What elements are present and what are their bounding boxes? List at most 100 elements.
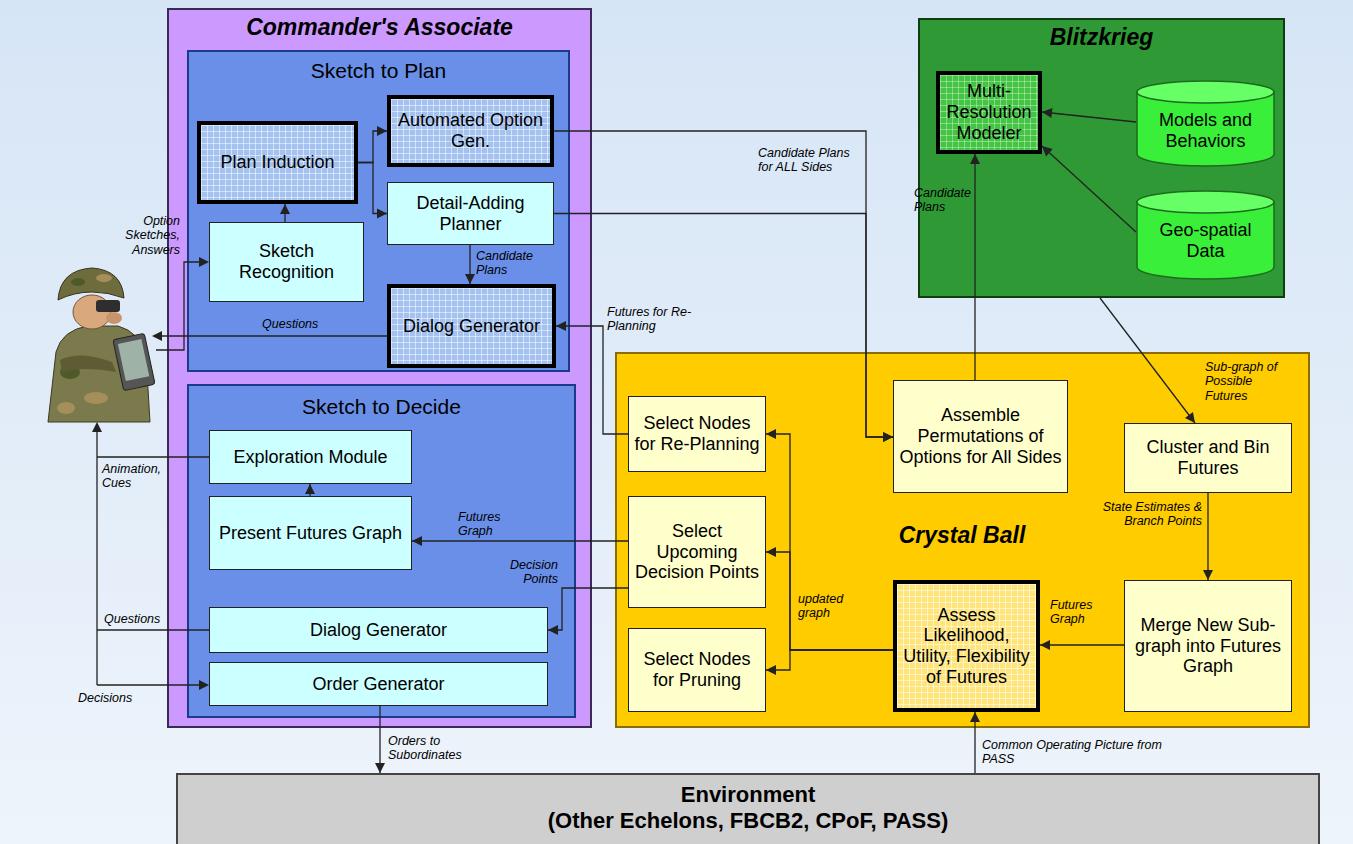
connector-arrow [1203, 493, 1213, 580]
connector-line [358, 163, 387, 214]
box-label: Geo-spatial Data [1136, 190, 1275, 261]
arrow-head [92, 422, 102, 432]
soldier-figure [48, 268, 155, 422]
connector-arrow [970, 154, 980, 380]
label-wrap: Common Operating Picture from PASS [982, 738, 1162, 767]
soldier-body [48, 326, 150, 422]
panel-title: Sketch to Decide [189, 394, 574, 419]
camo-spot [96, 274, 112, 282]
process-box: Multi-Resolution Modeler [936, 71, 1042, 154]
process-box: Dialog Generator [387, 284, 556, 368]
connector-arrow [280, 204, 290, 222]
box-label: Assess Likelihood, Utility, Flexibility … [901, 605, 1032, 688]
arrow-head [766, 429, 776, 439]
box-label: Select Upcoming Decision Points [633, 521, 761, 583]
label-wrap: Decision Points [496, 558, 558, 587]
box-label: Models and Behaviors [1136, 80, 1275, 151]
process-box: Detail-Adding Planner [387, 182, 554, 245]
arrow-head [199, 257, 209, 267]
title-wrap: Crystal Ball [872, 522, 1052, 550]
group-panel: Commander's AssociateSketch to PlanPlan … [167, 8, 592, 728]
process-box: Select Upcoming Decision Points [628, 496, 766, 608]
edge-label: Decision Points [496, 558, 558, 587]
connector-arrow [412, 536, 628, 546]
edge-label: Sub-graph of Possible Futures [1205, 360, 1297, 403]
wire [97, 629, 209, 630]
title-wrap: Commander's Associate [169, 14, 590, 42]
connector-line [548, 588, 628, 630]
tablet-device [113, 333, 155, 391]
edge-label: Common Operating Picture from PASS [982, 738, 1162, 767]
flow-label: Questions [262, 317, 342, 331]
connector-line [379, 706, 380, 773]
database-cylinder: Models and Behaviors [1136, 80, 1275, 167]
box-label: Plan Induction [205, 152, 350, 173]
panel-title: Sketch to Plan [189, 58, 568, 83]
band-text: (Other Echelons, FBCB2, CPoF, PASS) [178, 808, 1318, 834]
arrow-head [280, 204, 290, 214]
edge-label: Futures for Re-Planning [607, 305, 722, 334]
arrow-head [152, 331, 162, 341]
flow-label: Option Sketches, Answers [104, 214, 180, 257]
label-wrap: Candidate Plans [914, 186, 972, 215]
label-wrap: Candidate Plans [476, 249, 556, 278]
arrow-head [556, 321, 566, 331]
arrow-head [1203, 570, 1213, 580]
camo-spot [71, 278, 85, 286]
box-label: Exploration Module [214, 447, 407, 468]
box-label: Order Generator [214, 674, 543, 695]
wire [96, 430, 97, 685]
connector-arrow [766, 547, 893, 650]
arrow-head [199, 680, 209, 690]
title-wrap: Sketch to Decide [189, 394, 574, 419]
process-box: Assess Likelihood, Utility, Flexibility … [893, 580, 1040, 712]
label-wrap: Orders to Subordinates [388, 734, 488, 763]
process-box: Cluster and Bin Futures [1124, 423, 1292, 493]
connector-line [766, 650, 893, 670]
connector-arrow [1042, 108, 1136, 122]
edge-label: updated graph [798, 592, 868, 621]
process-box: Select Nodes for Pruning [628, 628, 766, 712]
connector-line [1042, 112, 1136, 122]
connector-line [556, 326, 628, 434]
box-label: Select Nodes for Pruning [633, 649, 761, 690]
connector-line [1040, 644, 1124, 645]
arrow-head [465, 274, 475, 284]
edge-label: Orders to Subordinates [388, 734, 488, 763]
label-wrap: Questions [104, 612, 164, 626]
box-label: Dialog Generator [395, 316, 548, 337]
box-label: Sketch Recognition [214, 241, 359, 282]
camo-spot [57, 402, 75, 414]
arrow-head [377, 209, 387, 219]
label-wrap: Questions [262, 317, 342, 331]
tablet-case [113, 333, 155, 391]
process-box: Order Generator [209, 662, 548, 706]
process-box: Dialog Generator [209, 607, 548, 653]
panel-title: Crystal Ball [872, 522, 1052, 550]
cylinder-top [1137, 191, 1274, 213]
flow-label: Animation, Cues [102, 462, 166, 491]
arrow-head [766, 665, 776, 675]
connector-line [554, 214, 893, 438]
process-box: Sketch Recognition [209, 222, 364, 302]
connector-line [554, 131, 893, 437]
soldier-hand [106, 312, 122, 324]
label-wrap: Sub-graph of Possible Futures [1205, 360, 1297, 403]
label-wrap: State Estimates & Branch Points [1078, 500, 1202, 529]
connector-arrow [1042, 146, 1136, 232]
connector-arrow [766, 650, 893, 675]
connector-arrow [358, 163, 387, 219]
wires [97, 262, 387, 685]
box-label: Assemble Permutations of Options for All… [898, 405, 1063, 467]
process-box: Merge New Sub-graph into Futures Graph [1124, 580, 1292, 712]
edge-label: Candidate Plans for ALL Sides [758, 146, 860, 175]
arrow-head [548, 625, 558, 635]
connector-arrow [554, 131, 893, 442]
box-label: Detail-Adding Planner [392, 193, 549, 234]
label-wrap: Futures Graph [458, 510, 538, 539]
box-label: Present Futures Graph [214, 523, 407, 544]
soldier-arm [60, 355, 116, 372]
band-text: Environment [178, 782, 1318, 808]
process-box: Present Futures Graph [209, 496, 412, 570]
arrow-head [766, 547, 776, 557]
